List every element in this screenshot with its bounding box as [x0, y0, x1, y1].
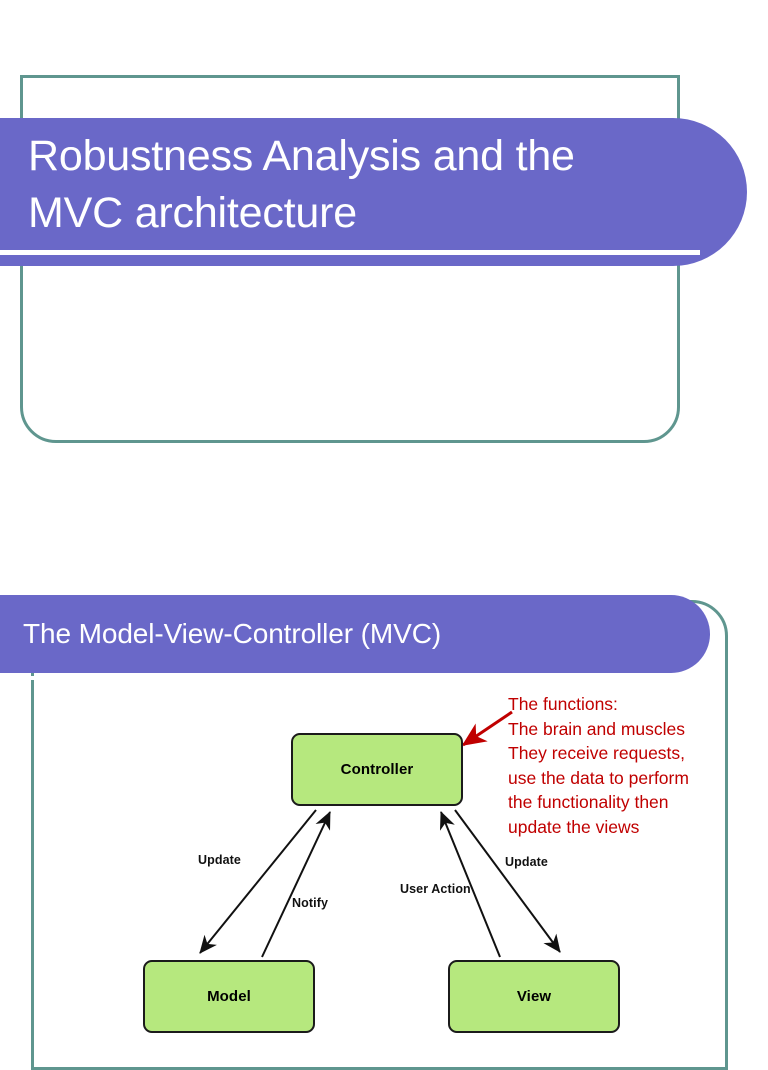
slide-deck-page: Robustness Analysis and the MVC architec…	[0, 75, 747, 1070]
slide-1-title-banner	[0, 118, 747, 266]
slide-2-title: The Model-View-Controller (MVC)	[23, 618, 442, 649]
arrow-label-update-right: Update	[505, 855, 548, 869]
slide-1-title: Robustness Analysis and the MVC architec…	[28, 132, 575, 237]
slide-2-title-banner	[0, 595, 710, 673]
slide-1-banner-underline	[0, 250, 700, 255]
arrow-label-user-action: User Action	[400, 882, 471, 896]
arrow-label-notify: Notify	[292, 896, 329, 910]
mvc-box-view[interactable]: View	[448, 960, 620, 1033]
arrow-label-update-left: Update	[198, 853, 241, 867]
slide-2-banner-underline	[0, 676, 690, 680]
mvc-box-model[interactable]: Model	[143, 960, 315, 1033]
mvc-box-controller[interactable]: Controller	[291, 733, 463, 806]
controller-annotation-text: The functions: The brain and muscles The…	[508, 694, 689, 837]
